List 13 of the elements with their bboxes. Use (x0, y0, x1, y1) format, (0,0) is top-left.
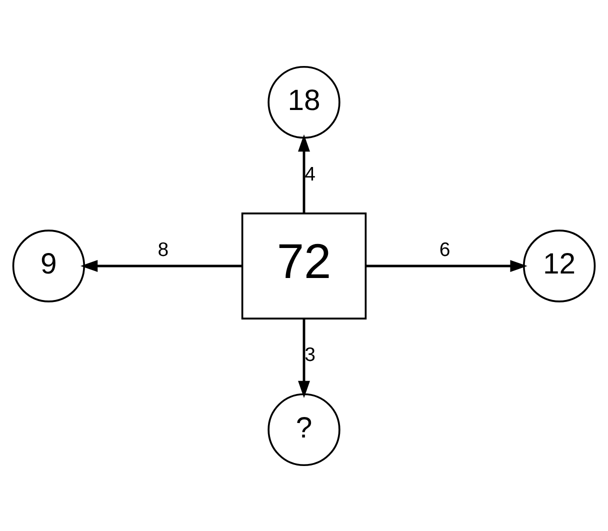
edge-label: 6 (439, 238, 450, 260)
node-circle: 9 (12, 229, 86, 302)
edge-label: 4 (304, 162, 316, 185)
arrow (298, 134, 310, 213)
arrow (366, 260, 528, 272)
node-circle: ? (268, 392, 340, 466)
node-box: 72 (241, 212, 367, 319)
edge-label: 3 (304, 344, 316, 366)
arrow (298, 318, 310, 398)
arrow (80, 260, 242, 272)
edge-label: 8 (158, 238, 169, 260)
node-circle: 12 (522, 229, 596, 302)
node-circle: 18 (268, 65, 340, 138)
